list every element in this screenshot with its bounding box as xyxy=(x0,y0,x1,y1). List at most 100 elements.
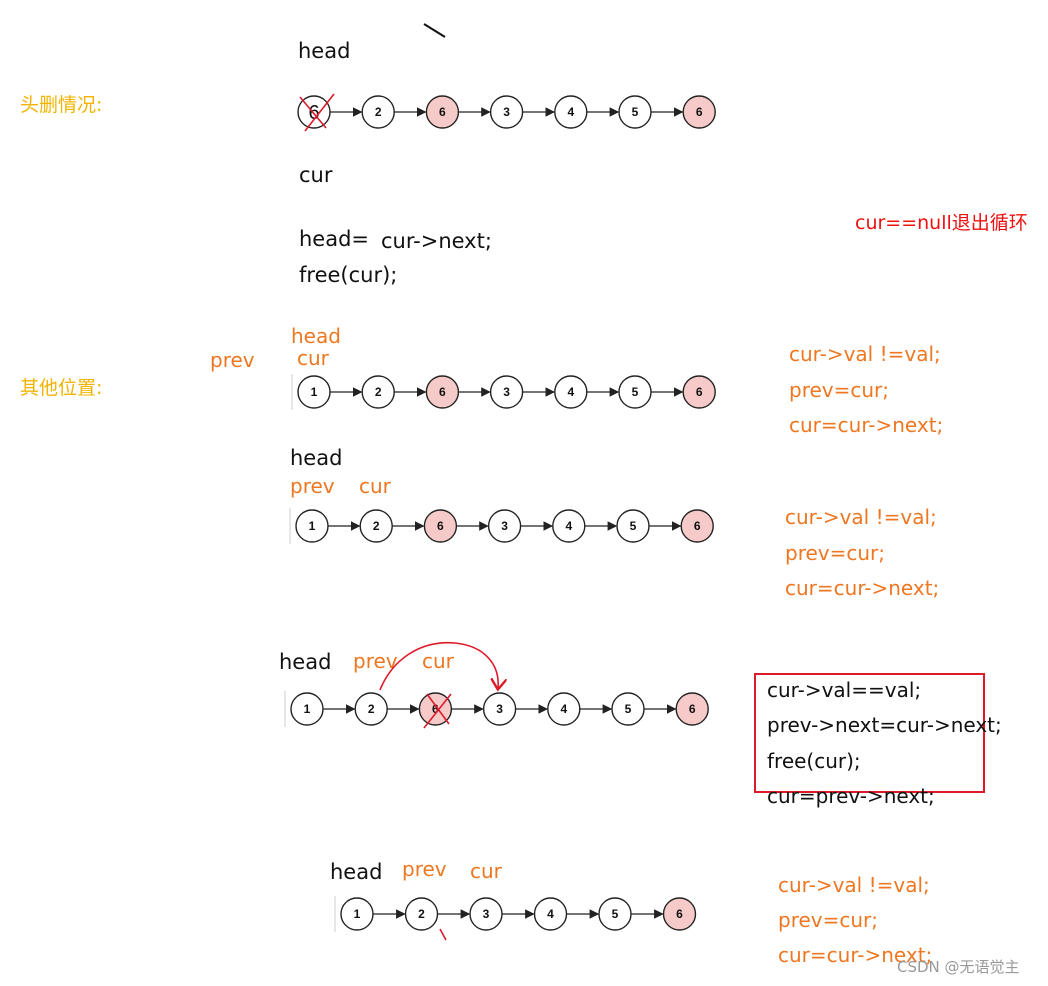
row3-prev-label: prev xyxy=(290,474,335,498)
code-head-assign: head= xyxy=(299,227,370,251)
row2-node-circle xyxy=(361,375,395,409)
row3-code-line3: cur=cur->next; xyxy=(785,576,940,600)
row4-node-circle xyxy=(611,692,645,726)
row4-node-circle xyxy=(354,692,388,726)
row3-node-value: 6 xyxy=(437,519,444,533)
watermark: CSDN @无语觉主 xyxy=(897,958,1020,976)
delete-mark-row4 xyxy=(423,693,452,729)
row1-node-value: 4 xyxy=(567,105,574,119)
row1-node-circle xyxy=(425,95,460,129)
row5-node-value: 4 xyxy=(547,907,554,921)
row2-cur-label: cur xyxy=(297,346,329,370)
row3-node-circle xyxy=(616,509,650,543)
row2-code-line3: cur=cur->next; xyxy=(789,413,944,437)
row2-node-value: 3 xyxy=(503,385,510,399)
row3-node-circle xyxy=(487,509,522,543)
row5-code-line2: prev=cur; xyxy=(778,908,879,932)
row4-node-circle xyxy=(547,692,581,726)
row1-node-circle xyxy=(361,95,395,129)
row1-node-value: 5 xyxy=(632,105,639,119)
code-free-cur: free(cur); xyxy=(299,263,398,287)
other-positions-label: 其他位置: xyxy=(20,377,103,399)
row1-node-circle xyxy=(489,95,524,129)
row3-node-circle xyxy=(552,509,586,543)
row5-node-value: 6 xyxy=(676,907,683,921)
row3-head-label: head xyxy=(290,446,343,470)
row4-node-circle xyxy=(290,692,324,726)
row5-prev-label: prev xyxy=(402,857,447,881)
row3-node-value: 1 xyxy=(309,519,316,533)
row1-node-value: 6 xyxy=(696,105,703,119)
row3-node-value: 4 xyxy=(565,519,572,533)
row5-node-circle xyxy=(340,897,374,931)
row2-node-circle xyxy=(618,375,652,409)
row3-node-circle xyxy=(295,509,329,543)
row3-cur-label: cur xyxy=(359,474,391,498)
delete-mark-row1 xyxy=(299,93,335,132)
row1-node-circle xyxy=(682,95,716,129)
head-delete-label: 头删情况: xyxy=(20,94,103,116)
row4-cur-label: cur xyxy=(422,649,454,673)
row4-node-value: 2 xyxy=(368,702,375,716)
row4-node-circle xyxy=(482,692,517,726)
row2-node-circle xyxy=(425,375,460,409)
row4-code-line1: cur->val==val; xyxy=(767,678,922,702)
row2-head-label: head xyxy=(291,324,341,348)
row5-head-label: head xyxy=(330,860,383,884)
row5-node-value: 2 xyxy=(418,907,425,921)
row4-prev-label: prev xyxy=(353,649,398,673)
row5-node-value: 5 xyxy=(612,907,619,921)
code-cur-next: cur->next; xyxy=(381,229,492,253)
row3-node-circle xyxy=(680,509,714,543)
delete-code-box xyxy=(754,673,985,793)
row3-code-line2: prev=cur; xyxy=(785,541,886,565)
row2-code-line1: cur->val !=val; xyxy=(789,342,941,366)
row2-code-line2: prev=cur; xyxy=(789,378,890,402)
row2-node-circle xyxy=(297,375,331,409)
row5-node-value: 1 xyxy=(354,907,361,921)
row5-node-value: 3 xyxy=(483,907,490,921)
row2-node-circle xyxy=(489,375,524,409)
relink-arrow xyxy=(379,641,498,690)
row1-node-circle xyxy=(618,95,652,129)
row1-node-circle xyxy=(554,95,588,129)
row2-prev-label: prev xyxy=(210,348,255,372)
row2-node-value: 4 xyxy=(567,385,574,399)
row1-head-label: head xyxy=(298,39,351,63)
exit-loop-note: cur==null退出循环 xyxy=(855,212,1028,234)
row3-node-circle xyxy=(359,509,393,543)
row2-node-circle xyxy=(682,375,716,409)
row4-node-value: 3 xyxy=(496,702,503,716)
row5-node-circle xyxy=(662,897,697,931)
row5-code-line3: cur=cur->next; xyxy=(778,943,933,967)
pen-stroke-bottom xyxy=(439,928,447,941)
row5-node-circle xyxy=(404,897,439,931)
row5-node-circle xyxy=(469,897,503,931)
row3-node-value: 2 xyxy=(373,519,380,533)
row2-node-value: 6 xyxy=(696,385,703,399)
row3-node-value: 5 xyxy=(630,519,637,533)
row4-node-value: 5 xyxy=(625,702,632,716)
pen-stroke-top xyxy=(423,23,446,38)
row4-node-value: 6 xyxy=(432,702,439,716)
row2-node-value: 2 xyxy=(375,385,382,399)
row5-node-circle xyxy=(533,897,568,931)
row4-code-line3: free(cur); xyxy=(767,749,861,773)
row2-node-circle xyxy=(554,375,588,409)
row3-node-circle xyxy=(423,509,458,543)
row5-node-circle xyxy=(598,897,632,931)
row5-cur-label: cur xyxy=(470,859,502,883)
row2-node-value: 1 xyxy=(311,385,318,399)
row2-node-value: 5 xyxy=(632,385,639,399)
row4-code-line4: cur=prev->next; xyxy=(767,784,935,808)
row1-cur-label: cur xyxy=(299,163,333,187)
row2-node-value: 6 xyxy=(439,385,446,399)
row3-node-value: 3 xyxy=(501,519,508,533)
row3-code-line1: cur->val !=val; xyxy=(785,505,937,529)
row4-node-value: 6 xyxy=(689,702,696,716)
row1-node-value: 3 xyxy=(503,105,510,119)
row4-node-value: 4 xyxy=(560,702,567,716)
row1-node-value: 2 xyxy=(375,105,382,119)
row5-code-line1: cur->val !=val; xyxy=(778,873,930,897)
